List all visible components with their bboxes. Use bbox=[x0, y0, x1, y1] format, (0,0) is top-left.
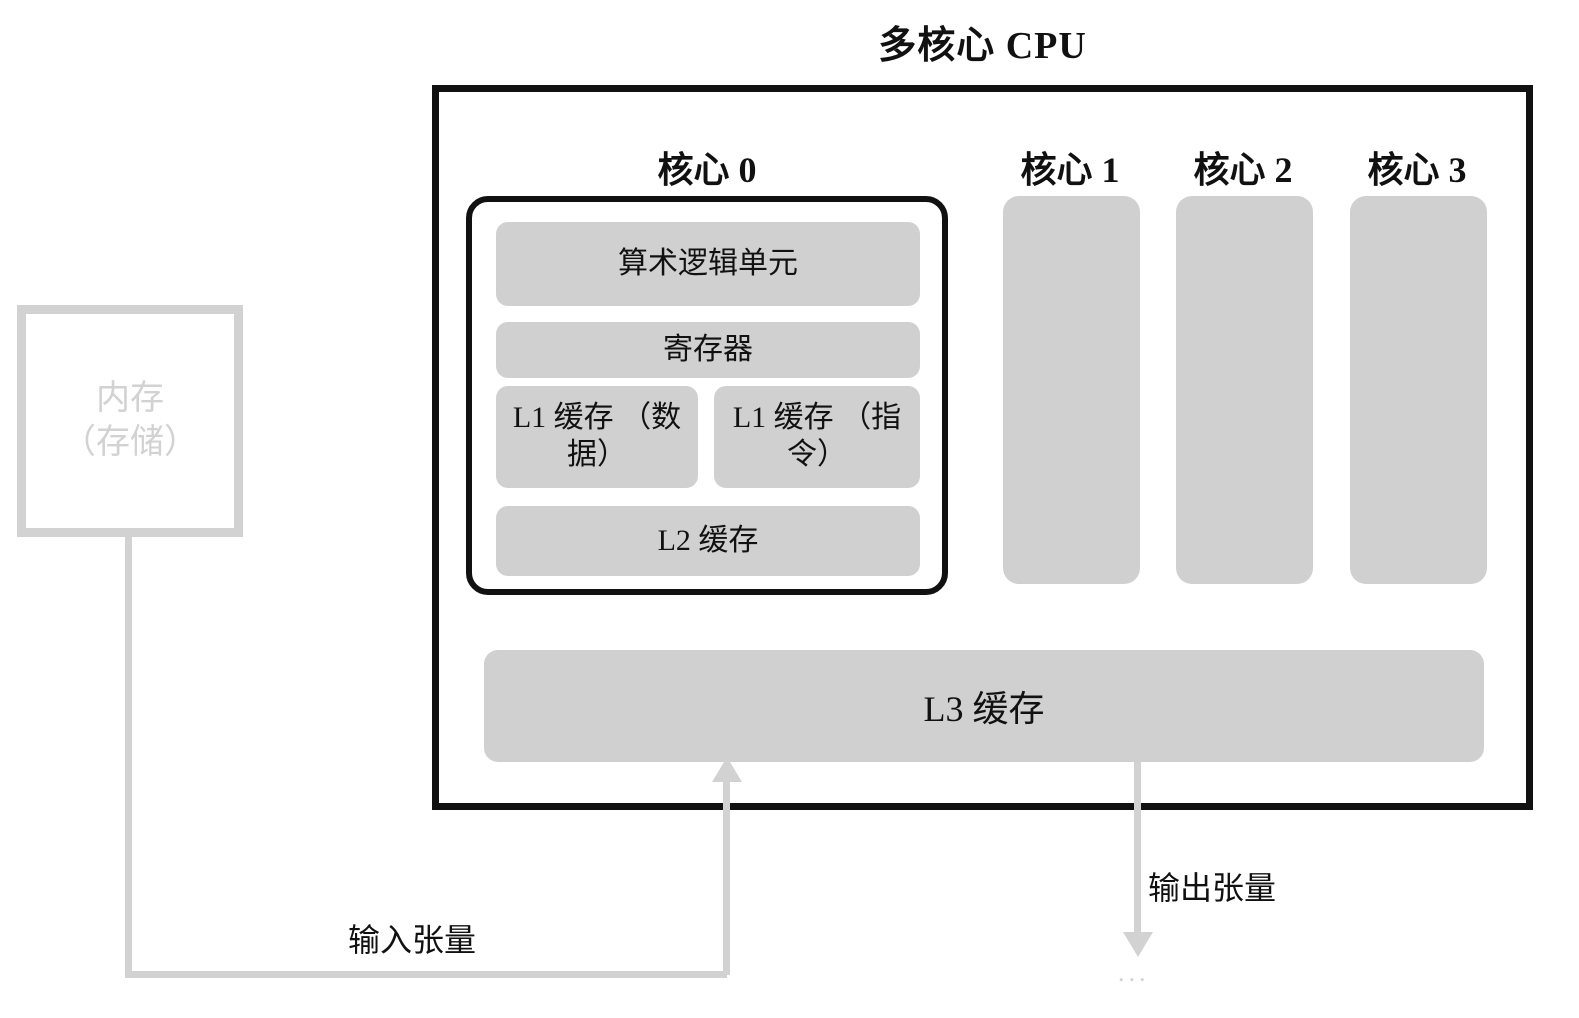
core-label-0: 核心 0 bbox=[657, 150, 757, 190]
registers-block: 寄存器 bbox=[496, 322, 920, 378]
memory-box: 内存 （存储） bbox=[17, 305, 243, 537]
core-3-body bbox=[1350, 196, 1487, 584]
core-label-3: 核心 3 bbox=[1367, 150, 1467, 190]
l1-cache-data-block: L1 缓存 （数据） bbox=[496, 386, 698, 488]
l3-cache-block: L3 缓存 bbox=[484, 650, 1484, 762]
input-tensor-arrow-shaft bbox=[723, 775, 730, 975]
memory-label: 内存 （存储） bbox=[62, 379, 198, 461]
output-tensor-arrow-head-icon bbox=[1123, 932, 1153, 957]
input-tensor-label: 输入张量 bbox=[348, 922, 477, 958]
core-2-body bbox=[1176, 196, 1313, 584]
continuation-ellipsis: ... bbox=[1118, 958, 1150, 987]
input-tensor-arrow-head-icon bbox=[712, 757, 742, 782]
l1-cache-instruction-block: L1 缓存 （指令） bbox=[714, 386, 920, 488]
memory-connector-horizontal bbox=[125, 971, 727, 978]
l2-cache-block: L2 缓存 bbox=[496, 506, 920, 576]
core-1-body bbox=[1003, 196, 1140, 584]
memory-connector-vertical bbox=[125, 537, 132, 978]
core-label-2: 核心 2 bbox=[1193, 150, 1293, 190]
output-tensor-label: 输出张量 bbox=[1148, 870, 1277, 906]
output-tensor-arrow-shaft bbox=[1134, 762, 1141, 942]
core-label-1: 核心 1 bbox=[1020, 150, 1120, 190]
alu-block: 算术逻辑单元 bbox=[496, 222, 920, 306]
page-title: 多核心 CPU bbox=[878, 25, 1087, 67]
